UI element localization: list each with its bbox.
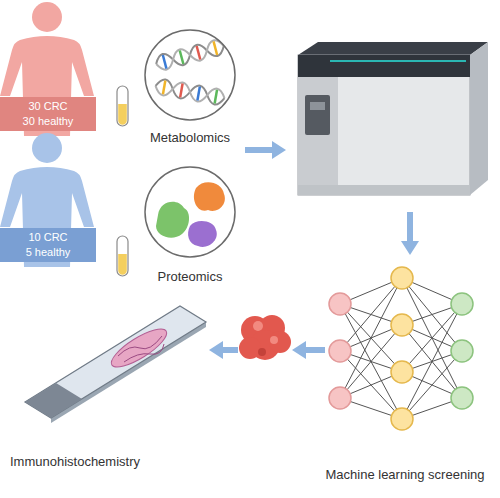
- neural-network: [451, 293, 473, 409]
- dna-helix: [215, 90, 217, 104]
- neural-network: [391, 267, 413, 430]
- microscope-slide: [124, 344, 164, 362]
- cohort-count: 30 healthy: [23, 114, 74, 129]
- flow-arrow: [305, 347, 325, 353]
- microscope-slide: [25, 306, 206, 418]
- test-tube: [118, 254, 127, 275]
- neural-network: [329, 340, 351, 362]
- neural-network: [391, 361, 413, 383]
- circle-outline: [145, 167, 235, 257]
- protein-blobs: [194, 182, 225, 211]
- mass-spectrometer: [298, 77, 338, 195]
- flow-arrow: [407, 212, 413, 242]
- patient-figure: [32, 2, 62, 32]
- circle-outline: [145, 30, 235, 120]
- flow-arrow: [401, 212, 419, 255]
- cohort-count: 10 CRC: [28, 230, 67, 245]
- protein-structure: [239, 337, 261, 359]
- microscope-slide: [118, 336, 162, 356]
- microscope-slide: [25, 383, 82, 418]
- microscope-slide: [25, 306, 206, 423]
- test-tube: [117, 86, 128, 126]
- flow-arrow: [292, 341, 325, 359]
- test-tube: [117, 236, 128, 276]
- dna-helix: [154, 38, 226, 72]
- step-label: Machine learning screening: [326, 467, 485, 483]
- test-tube: [117, 236, 128, 276]
- neural-network: [451, 340, 473, 362]
- neural-network: [340, 278, 462, 419]
- mass-spectrometer: [298, 55, 470, 195]
- flow-arrow: [245, 141, 286, 159]
- dna-helix: [180, 51, 184, 65]
- flow-arrow: [272, 141, 286, 159]
- sample-circle: Metabolomics: [140, 28, 240, 146]
- dna-helix: [154, 78, 226, 106]
- dna-helix: [163, 55, 167, 69]
- protein-structure: [269, 331, 291, 353]
- neural-network: [329, 387, 351, 409]
- protein-structure: [258, 348, 266, 356]
- flow-arrow: [209, 341, 223, 359]
- dna-helix: [154, 38, 226, 72]
- cohort-band: 10 CRC5 healthy: [0, 228, 96, 262]
- neural-network: [329, 293, 351, 409]
- dna-helix: [214, 41, 218, 55]
- neural-network: [451, 387, 473, 409]
- step-label: Immunohistochemistry: [10, 454, 140, 470]
- test-tube: [118, 104, 127, 125]
- dna-helix: [154, 78, 226, 106]
- neural-network: [451, 293, 473, 315]
- mass-spectrometer: [330, 60, 466, 62]
- flow-arrow: [401, 241, 419, 255]
- protein-blobs: [156, 202, 189, 238]
- neural-network: [391, 267, 413, 289]
- mass-spectrometer: [298, 42, 488, 55]
- mass-spectrometer: [298, 42, 488, 195]
- flow-arrow: [222, 347, 238, 353]
- mass-spectrometer: [298, 185, 470, 195]
- neural-network: [329, 293, 351, 315]
- method-heading: Metabolomics: [150, 130, 230, 146]
- cohort-band: 30 CRC30 healthy: [0, 97, 96, 131]
- method-heading: Proteomics: [157, 269, 222, 285]
- circle-outline: [140, 165, 240, 259]
- protein-blobs: [156, 182, 225, 247]
- neural-network: [391, 408, 413, 430]
- mass-spectrometer: [298, 55, 470, 77]
- flow-arrow: [245, 147, 273, 153]
- protein-blobs: [188, 221, 217, 247]
- flow-arrow: [292, 341, 306, 359]
- microscope-slide: [107, 323, 172, 374]
- dna-helix: [154, 38, 226, 72]
- dna-helix: [163, 81, 165, 95]
- sample-circle: Proteomics: [140, 165, 240, 285]
- dna-helix: [154, 78, 226, 106]
- dna-helix: [180, 84, 182, 98]
- mass-spectrometer: [470, 42, 488, 195]
- neural-network: [329, 267, 473, 430]
- protein-structure: [253, 321, 263, 331]
- flow-arrow: [209, 341, 238, 359]
- protein-structure: [239, 315, 291, 360]
- dna-helix: [197, 87, 199, 101]
- neural-network: [391, 314, 413, 336]
- circle-outline: [140, 28, 240, 122]
- test-tube: [117, 86, 128, 126]
- mass-spectrometer: [305, 95, 330, 135]
- patient-figure: [32, 133, 62, 163]
- cohort-count: 5 healthy: [26, 245, 71, 260]
- protein-structure: [270, 336, 278, 344]
- mass-spectrometer: [310, 102, 325, 110]
- cohort-count: 30 CRC: [28, 99, 67, 114]
- dna-helix: [197, 46, 201, 60]
